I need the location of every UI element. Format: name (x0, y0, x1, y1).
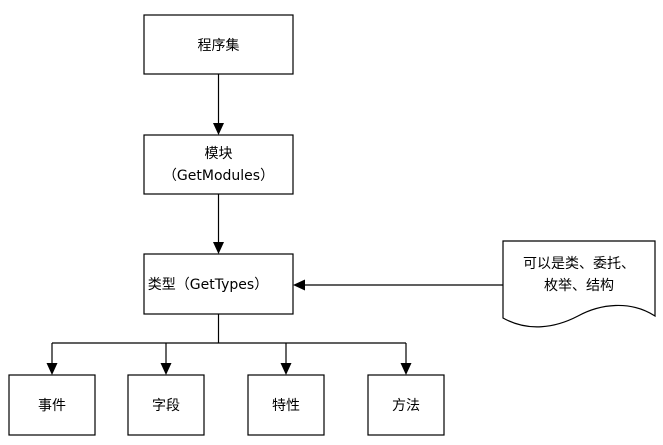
branch-connector (46, 314, 412, 375)
node-assembly-label: 程序集 (198, 37, 240, 54)
note-text-line2: 枚举、结构 (544, 278, 614, 294)
node-method-box (367, 374, 445, 436)
node-field-box (127, 374, 205, 436)
arrow-assembly-to-module (213, 74, 224, 135)
node-assembly: 程序集 (143, 14, 294, 75)
arrow-note-to-type (293, 279, 503, 291)
node-field: 字段 (127, 374, 205, 436)
node-attribute: 特性 (247, 374, 325, 436)
arrow-module-to-type (213, 194, 224, 254)
node-event: 事件 (8, 374, 96, 436)
node-attribute-label: 特性 (272, 398, 300, 414)
node-type-label: 类型（GetTypes） (148, 277, 268, 293)
node-attribute-box (247, 374, 325, 436)
node-module-box (143, 134, 294, 195)
node-type: 类型（GetTypes） (143, 253, 294, 315)
node-method-label: 方法 (392, 398, 420, 414)
node-event-box (8, 374, 96, 436)
node-field-label: 字段 (152, 398, 180, 414)
node-assembly-box (143, 14, 294, 75)
note-document: 可以是类、委托、 枚举、结构 (502, 240, 656, 328)
node-module: 模块 （GetModules） (143, 134, 294, 195)
node-module-label-line1: 模块 (205, 146, 233, 162)
note-document-shape (502, 240, 656, 328)
node-event-label: 事件 (38, 398, 66, 414)
node-method: 方法 (367, 374, 445, 436)
node-module-label-line2: （GetModules） (163, 168, 274, 184)
node-type-box (143, 253, 294, 315)
note-text-line1: 可以是类、委托、 (523, 256, 635, 272)
